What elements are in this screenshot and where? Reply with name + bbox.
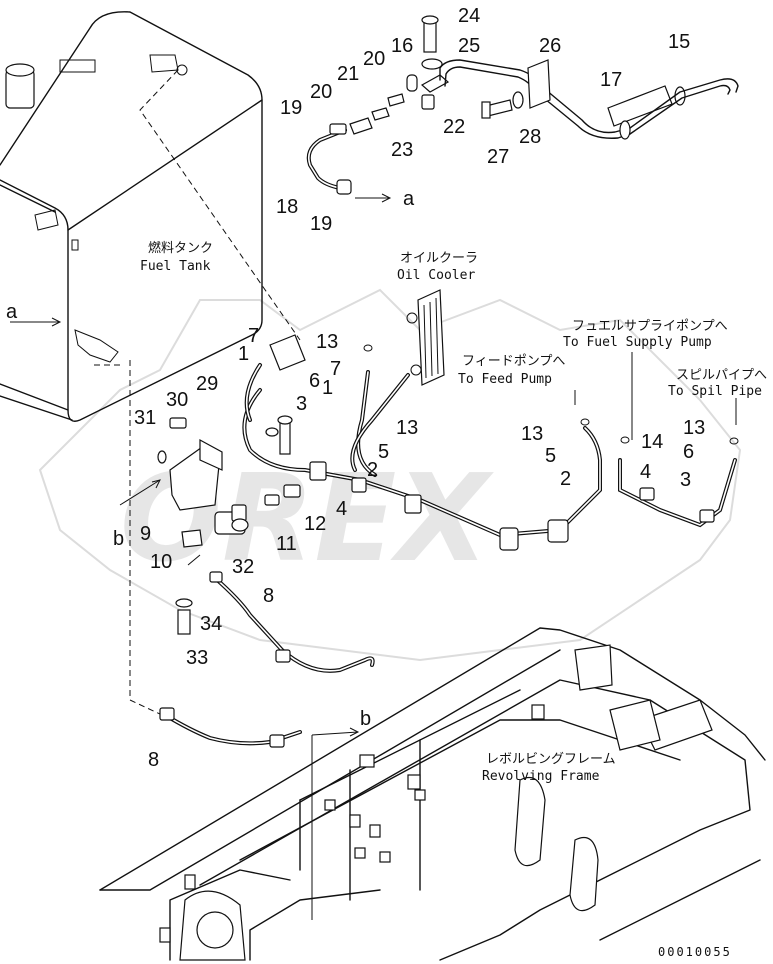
callout-34: 34 <box>200 613 222 635</box>
callout-11: 11 <box>276 533 297 555</box>
drawing-code: 00010055 <box>658 945 732 959</box>
callout-31: 31 <box>134 407 156 429</box>
callout-16: 16 <box>391 35 413 57</box>
callout-15: 15 <box>668 31 690 53</box>
callout-5b: 5 <box>545 445 556 467</box>
reference-letters: a a b b <box>6 188 415 730</box>
callout-8b: 8 <box>148 749 159 771</box>
fuel-supply-label-en: To Fuel Supply Pump <box>563 335 712 350</box>
callout-22: 22 <box>443 116 465 138</box>
fuel-supply-label-jp: フュエルサプライポンプへ <box>572 319 728 334</box>
ref-a-upper: a <box>403 188 415 210</box>
callout-23: 23 <box>391 139 413 161</box>
callout-10: 10 <box>150 551 172 573</box>
callout-7b: 7 <box>330 358 341 380</box>
callout-6b: 6 <box>683 441 694 463</box>
ref-a-left: a <box>6 301 18 323</box>
return-piping <box>306 15 739 195</box>
callout-24: 24 <box>458 5 480 27</box>
oil-cooler-label-jp: オイルクーラ <box>400 251 478 266</box>
callout-13c: 13 <box>521 423 543 445</box>
spill-pipe-label-en: To Spil Pipe <box>668 384 762 399</box>
revolving-frame <box>99 627 766 961</box>
callout-25: 25 <box>458 35 480 57</box>
callout-13a: 13 <box>316 331 338 353</box>
callout-12: 12 <box>304 513 326 535</box>
spill-pipe-label-jp: スピルパイプへ <box>676 368 767 383</box>
callout-13d: 13 <box>683 417 705 439</box>
callout-27: 27 <box>487 146 509 168</box>
callout-7a: 7 <box>248 325 259 347</box>
callout-4a: 4 <box>640 461 651 483</box>
oil-cooler <box>406 289 445 386</box>
callout-8a: 8 <box>263 585 274 607</box>
fuel-tank-label-en: Fuel Tank <box>140 259 211 274</box>
fuel-hoses <box>242 334 737 551</box>
callout-2b: 2 <box>560 468 571 490</box>
fuel-tank <box>0 11 301 716</box>
callout-13b: 13 <box>396 417 418 439</box>
callout-1b: 1 <box>322 377 333 399</box>
ref-b-left: b <box>113 528 124 550</box>
callout-21: 21 <box>337 63 359 85</box>
callout-20b: 20 <box>310 81 332 103</box>
callout-2a: 2 <box>367 459 378 481</box>
callout-5a: 5 <box>378 441 389 463</box>
feed-pump-label-jp: フィードポンプへ <box>462 354 565 369</box>
annotations: 燃料タンク Fuel Tank オイルクーラ Oil Cooler フィードポン… <box>140 193 767 784</box>
callout-4b: 4 <box>336 498 347 520</box>
callout-33: 33 <box>186 647 208 669</box>
callout-26: 26 <box>539 35 561 57</box>
part-callouts: 24 25 16 26 15 20 21 20 17 19 22 23 27 2… <box>134 5 705 771</box>
callout-28: 28 <box>519 126 541 148</box>
fuel-tank-label-jp: 燃料タンク <box>148 240 213 256</box>
bracket-assembly <box>119 417 375 920</box>
callout-6a: 6 <box>309 370 320 392</box>
callout-19b: 19 <box>310 213 332 235</box>
callout-18: 18 <box>276 196 298 218</box>
callout-3b: 3 <box>680 469 691 491</box>
oil-cooler-label-en: Oil Cooler <box>397 268 475 283</box>
callout-30: 30 <box>166 389 188 411</box>
revolving-frame-label-en: Revolving Frame <box>482 769 600 784</box>
o-rings <box>363 344 739 445</box>
callout-17: 17 <box>600 69 622 91</box>
callout-14: 14 <box>641 431 663 453</box>
callout-32: 32 <box>232 556 254 578</box>
callout-3a: 3 <box>296 393 307 415</box>
feed-pump-label-en: To Feed Pump <box>458 372 552 387</box>
callout-20a: 20 <box>363 48 385 70</box>
callout-19a: 19 <box>280 97 302 119</box>
callout-1a: 1 <box>238 343 249 365</box>
ref-b-lower: b <box>360 708 371 730</box>
revolving-frame-label-jp: レボルビングフレーム <box>486 752 616 767</box>
callout-29: 29 <box>196 373 218 395</box>
callout-9: 9 <box>140 523 151 545</box>
